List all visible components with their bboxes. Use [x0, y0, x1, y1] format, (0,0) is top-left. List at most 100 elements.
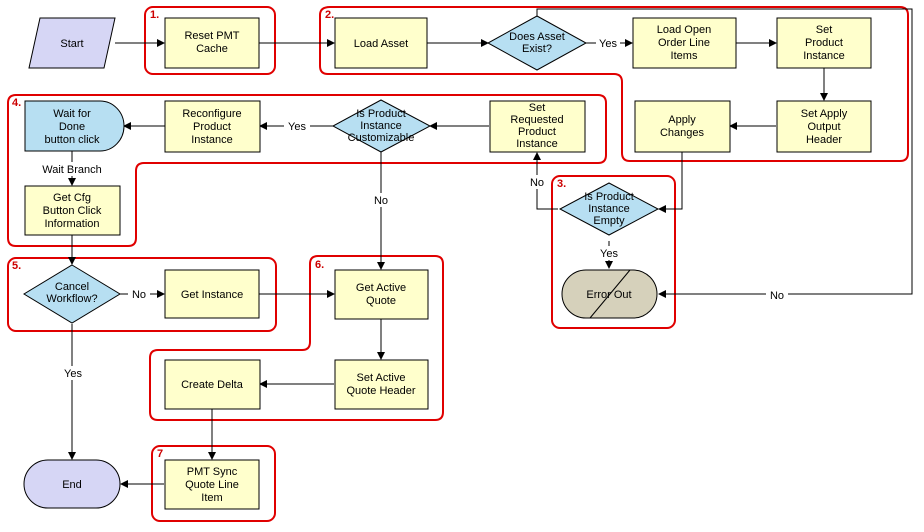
node-custom-line1: Is Product	[356, 108, 406, 120]
node-wait-line2: Done	[59, 121, 85, 133]
group-2-number: 2.	[325, 9, 334, 21]
label-cancel-yes: Yes	[64, 368, 82, 380]
node-error-out[interactable]: Error Out	[561, 269, 658, 319]
node-get-instance-label: Get Instance	[181, 289, 243, 301]
node-load-open-line2: Order Line	[658, 37, 710, 49]
node-custom-line2: Instance	[360, 120, 402, 132]
edge-apply-isempty	[658, 152, 683, 213]
node-set-quote-line2: Quote Header	[346, 385, 415, 397]
node-end[interactable]: End	[23, 459, 121, 509]
node-reconfig-line2: Product	[193, 121, 231, 133]
node-get-instance[interactable]: Get Instance	[164, 269, 260, 319]
node-load-asset[interactable]: Load Asset	[334, 17, 428, 69]
node-asset-exist-line2: Exist?	[522, 43, 552, 55]
node-getcfg-line3: Information	[44, 218, 99, 230]
label-custom-no: No	[374, 195, 388, 207]
node-asset-exist-line1: Does Asset	[509, 31, 565, 43]
group-3-number: 3.	[557, 178, 566, 190]
node-set-apply-line3: Header	[806, 134, 842, 146]
node-set-prod-line3: Instance	[803, 50, 845, 62]
node-reconfig-line3: Instance	[191, 134, 233, 146]
group-1-number: 1.	[150, 9, 159, 21]
node-wait-line3: button click	[44, 134, 100, 146]
node-reconfig-line1: Reconfigure	[182, 108, 241, 120]
node-getcfg-line1: Get Cfg	[53, 192, 91, 204]
node-reset-pmt-line2: Cache	[196, 43, 228, 55]
node-end-label: End	[62, 479, 82, 491]
node-set-req-line2: Requested	[510, 114, 563, 126]
node-get-quote-line1: Get Active	[356, 282, 406, 294]
node-apply-line1: Apply	[668, 114, 696, 126]
node-set-req-line1: Set	[529, 102, 546, 114]
label-wait-branch: Wait Branch	[42, 164, 102, 176]
group-7-number: 7	[157, 448, 163, 460]
label-custom-yes: Yes	[288, 121, 306, 133]
group-6-outline	[149, 255, 444, 421]
node-create-delta[interactable]: Create Delta	[164, 359, 261, 410]
edge-asset-no	[536, 8, 913, 298]
label-cancel-no: No	[132, 289, 146, 301]
node-load-open-line3: Items	[671, 50, 698, 62]
node-cancel-line1: Cancel	[55, 281, 89, 293]
edge-isempty-no	[533, 152, 558, 210]
node-set-req-line3: Product	[518, 126, 556, 138]
node-cancel-line2: Workflow?	[46, 293, 97, 305]
node-pmt-sync-line3: Item	[201, 492, 222, 504]
label-asset-yes: Yes	[599, 38, 617, 50]
node-empty-line2: Instance	[588, 203, 630, 215]
node-pmt-sync-line2: Quote Line	[185, 479, 239, 491]
node-getcfg-line2: Button Click	[43, 205, 102, 217]
group-5-number: 5.	[12, 260, 21, 272]
node-set-apply-line2: Output	[807, 121, 840, 133]
label-empty-yes: Yes	[600, 248, 618, 260]
node-create-delta-label: Create Delta	[181, 379, 244, 391]
node-set-apply-line1: Set Apply	[801, 108, 848, 120]
node-load-asset-label: Load Asset	[354, 38, 408, 50]
edge-labels: Yes No Yes No No Yes Wait Branch No Yes	[40, 36, 788, 380]
label-empty-no: No	[530, 177, 544, 189]
group-3-outline	[551, 175, 676, 329]
node-empty-line3: Empty	[593, 215, 625, 227]
node-set-req-line4: Instance	[516, 138, 558, 150]
label-asset-no: No	[770, 290, 784, 302]
node-empty-line1: Is Product	[584, 191, 634, 203]
node-pmt-sync-line1: PMT Sync	[187, 466, 238, 478]
node-reset-pmt-line1: Reset PMT	[184, 30, 239, 42]
node-start[interactable]: Start	[28, 17, 116, 69]
